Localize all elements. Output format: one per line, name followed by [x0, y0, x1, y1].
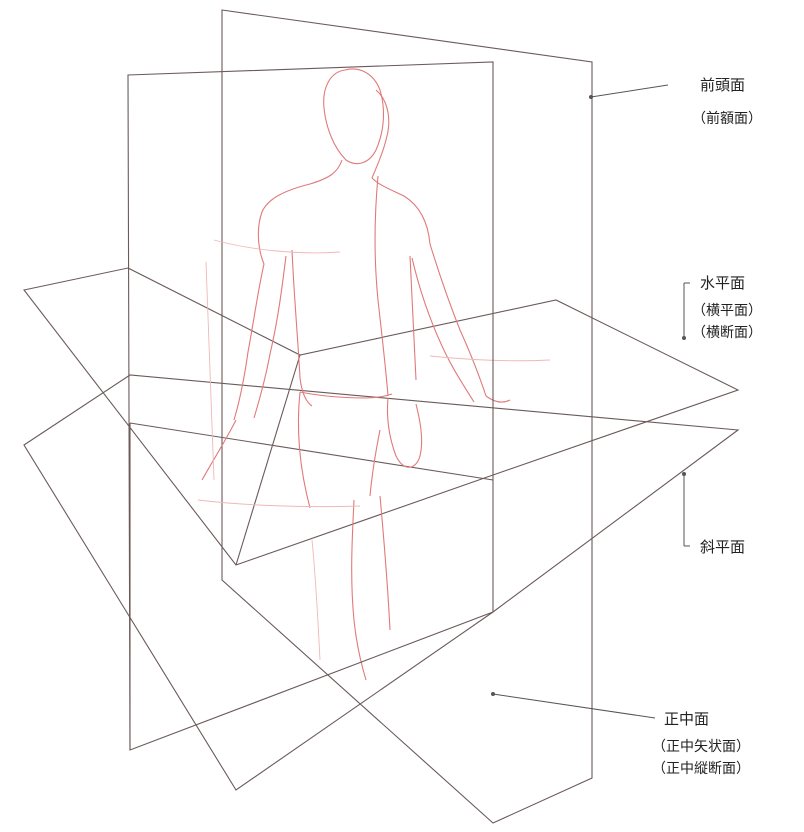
median-plane-label: 正中面 （正中矢状面） （正中縦断面） [652, 708, 750, 780]
oblique-plane [23, 374, 740, 791]
horizontal-plane-name: 水平面 [700, 274, 746, 292]
human-figure [197, 68, 551, 681]
frontal-plane-alt-name: （前額面） [692, 111, 762, 127]
horizontal-plane-alt-name-2: （横断面） [692, 325, 762, 341]
leader-lines [491, 84, 690, 719]
median-plane [221, 9, 593, 824]
horizontal-plane-label: 水平面 （横平面） （横断面） [692, 272, 762, 344]
oblique-plane-label: 斜平面 [700, 536, 745, 558]
frontal-plane-label: 前頭面 （前額面） [692, 74, 762, 130]
horizontal-plane [23, 267, 740, 566]
median-plane-alt-name-1: （正中矢状面） [652, 739, 750, 755]
median-plane-alt-name-2: （正中縦断面） [652, 761, 750, 777]
frontal-plane-name: 前頭面 [700, 76, 746, 94]
horizontal-plane-alt-name-1: （横平面） [692, 303, 762, 319]
frontal-plane [127, 61, 494, 751]
oblique-plane-name: 斜平面 [700, 538, 746, 556]
median-plane-name: 正中面 [664, 710, 710, 728]
